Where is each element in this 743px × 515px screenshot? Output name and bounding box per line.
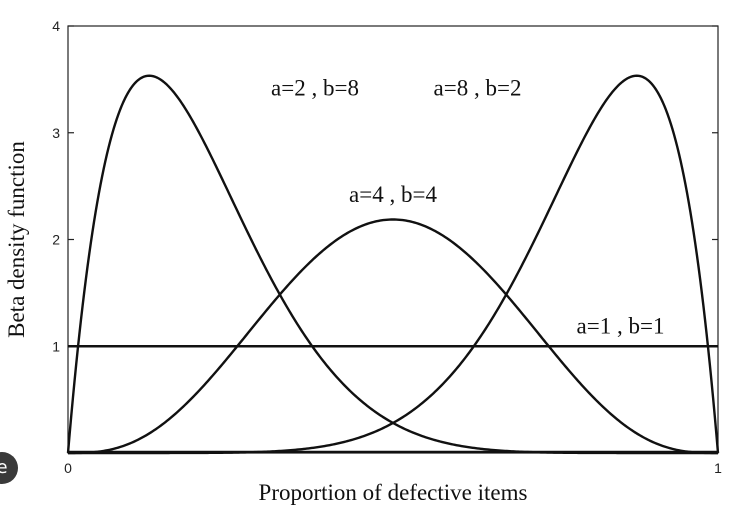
series-label: a=4 , b=4: [349, 182, 437, 207]
y-tick-label: 4: [52, 18, 60, 34]
x-axis-label: Proportion of defective items: [259, 480, 528, 505]
y-tick-label: 1: [52, 338, 60, 354]
labels: a=2 , b=8 a=8 , b=2 a=4 , b=4 a=1 , b=1: [271, 75, 664, 338]
series-label: a=2 , b=8: [271, 75, 359, 100]
series-line-a-8-b-2: [68, 74, 720, 455]
x-tick-label: 1: [714, 460, 722, 476]
y-tick-label: 2: [52, 232, 60, 248]
series-label: a=8 , b=2: [434, 75, 522, 100]
y-axis-label: Beta density function: [4, 141, 29, 338]
e-logo-icon[interactable]: e: [0, 452, 18, 484]
series-line-a-4-b-4: [68, 218, 718, 455]
x-tick-label: 0: [64, 460, 72, 476]
axes: 1 2 3 4 0 1: [52, 18, 722, 476]
series-label: a=1 , b=1: [577, 313, 665, 338]
y-tick-label: 3: [52, 125, 60, 141]
curves: [66, 74, 720, 455]
plot-frame: [67, 25, 719, 454]
series-line-a-2-b-8: [66, 74, 718, 455]
